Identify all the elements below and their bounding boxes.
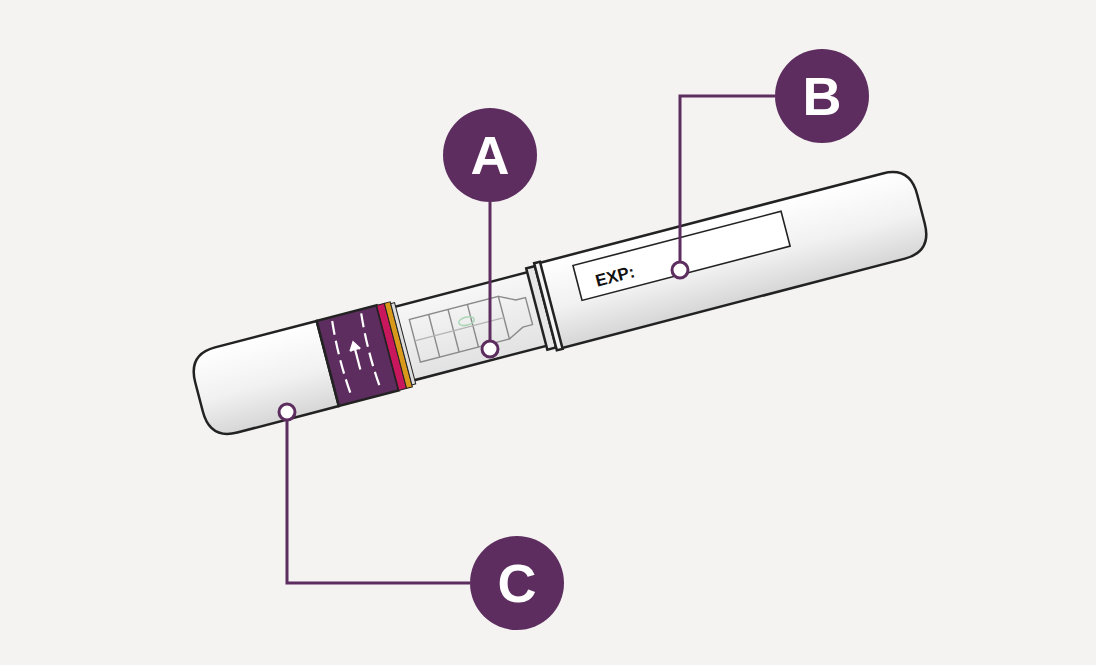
callout-circle-fill xyxy=(470,536,564,630)
leader-line xyxy=(287,420,470,583)
autoinjector-pen xyxy=(188,165,933,440)
pen-cap xyxy=(188,321,339,440)
callout-letter: A xyxy=(471,128,510,182)
leader-line xyxy=(680,96,775,262)
callout-circle: A xyxy=(443,108,537,202)
leader-lines xyxy=(287,96,775,583)
viewing-window xyxy=(394,272,549,381)
leader-dots xyxy=(279,262,688,420)
window-ring xyxy=(391,303,416,385)
leader-dot xyxy=(482,341,498,357)
orange-stripe xyxy=(384,302,412,389)
expiry-label xyxy=(573,211,790,300)
callout-circle: C xyxy=(470,536,564,630)
syringe xyxy=(409,290,534,362)
callout-circle: B xyxy=(775,49,869,143)
body-rim xyxy=(534,262,562,351)
twist-marks xyxy=(330,313,381,398)
leader-dot xyxy=(672,262,688,278)
leader-line xyxy=(489,202,492,341)
callout-letter: B xyxy=(803,69,842,123)
pen-body xyxy=(537,166,932,348)
callout-letter: C xyxy=(498,556,537,610)
callout-circle-fill xyxy=(775,49,869,143)
leader-dot xyxy=(279,404,295,420)
callout-circle-fill xyxy=(443,108,537,202)
